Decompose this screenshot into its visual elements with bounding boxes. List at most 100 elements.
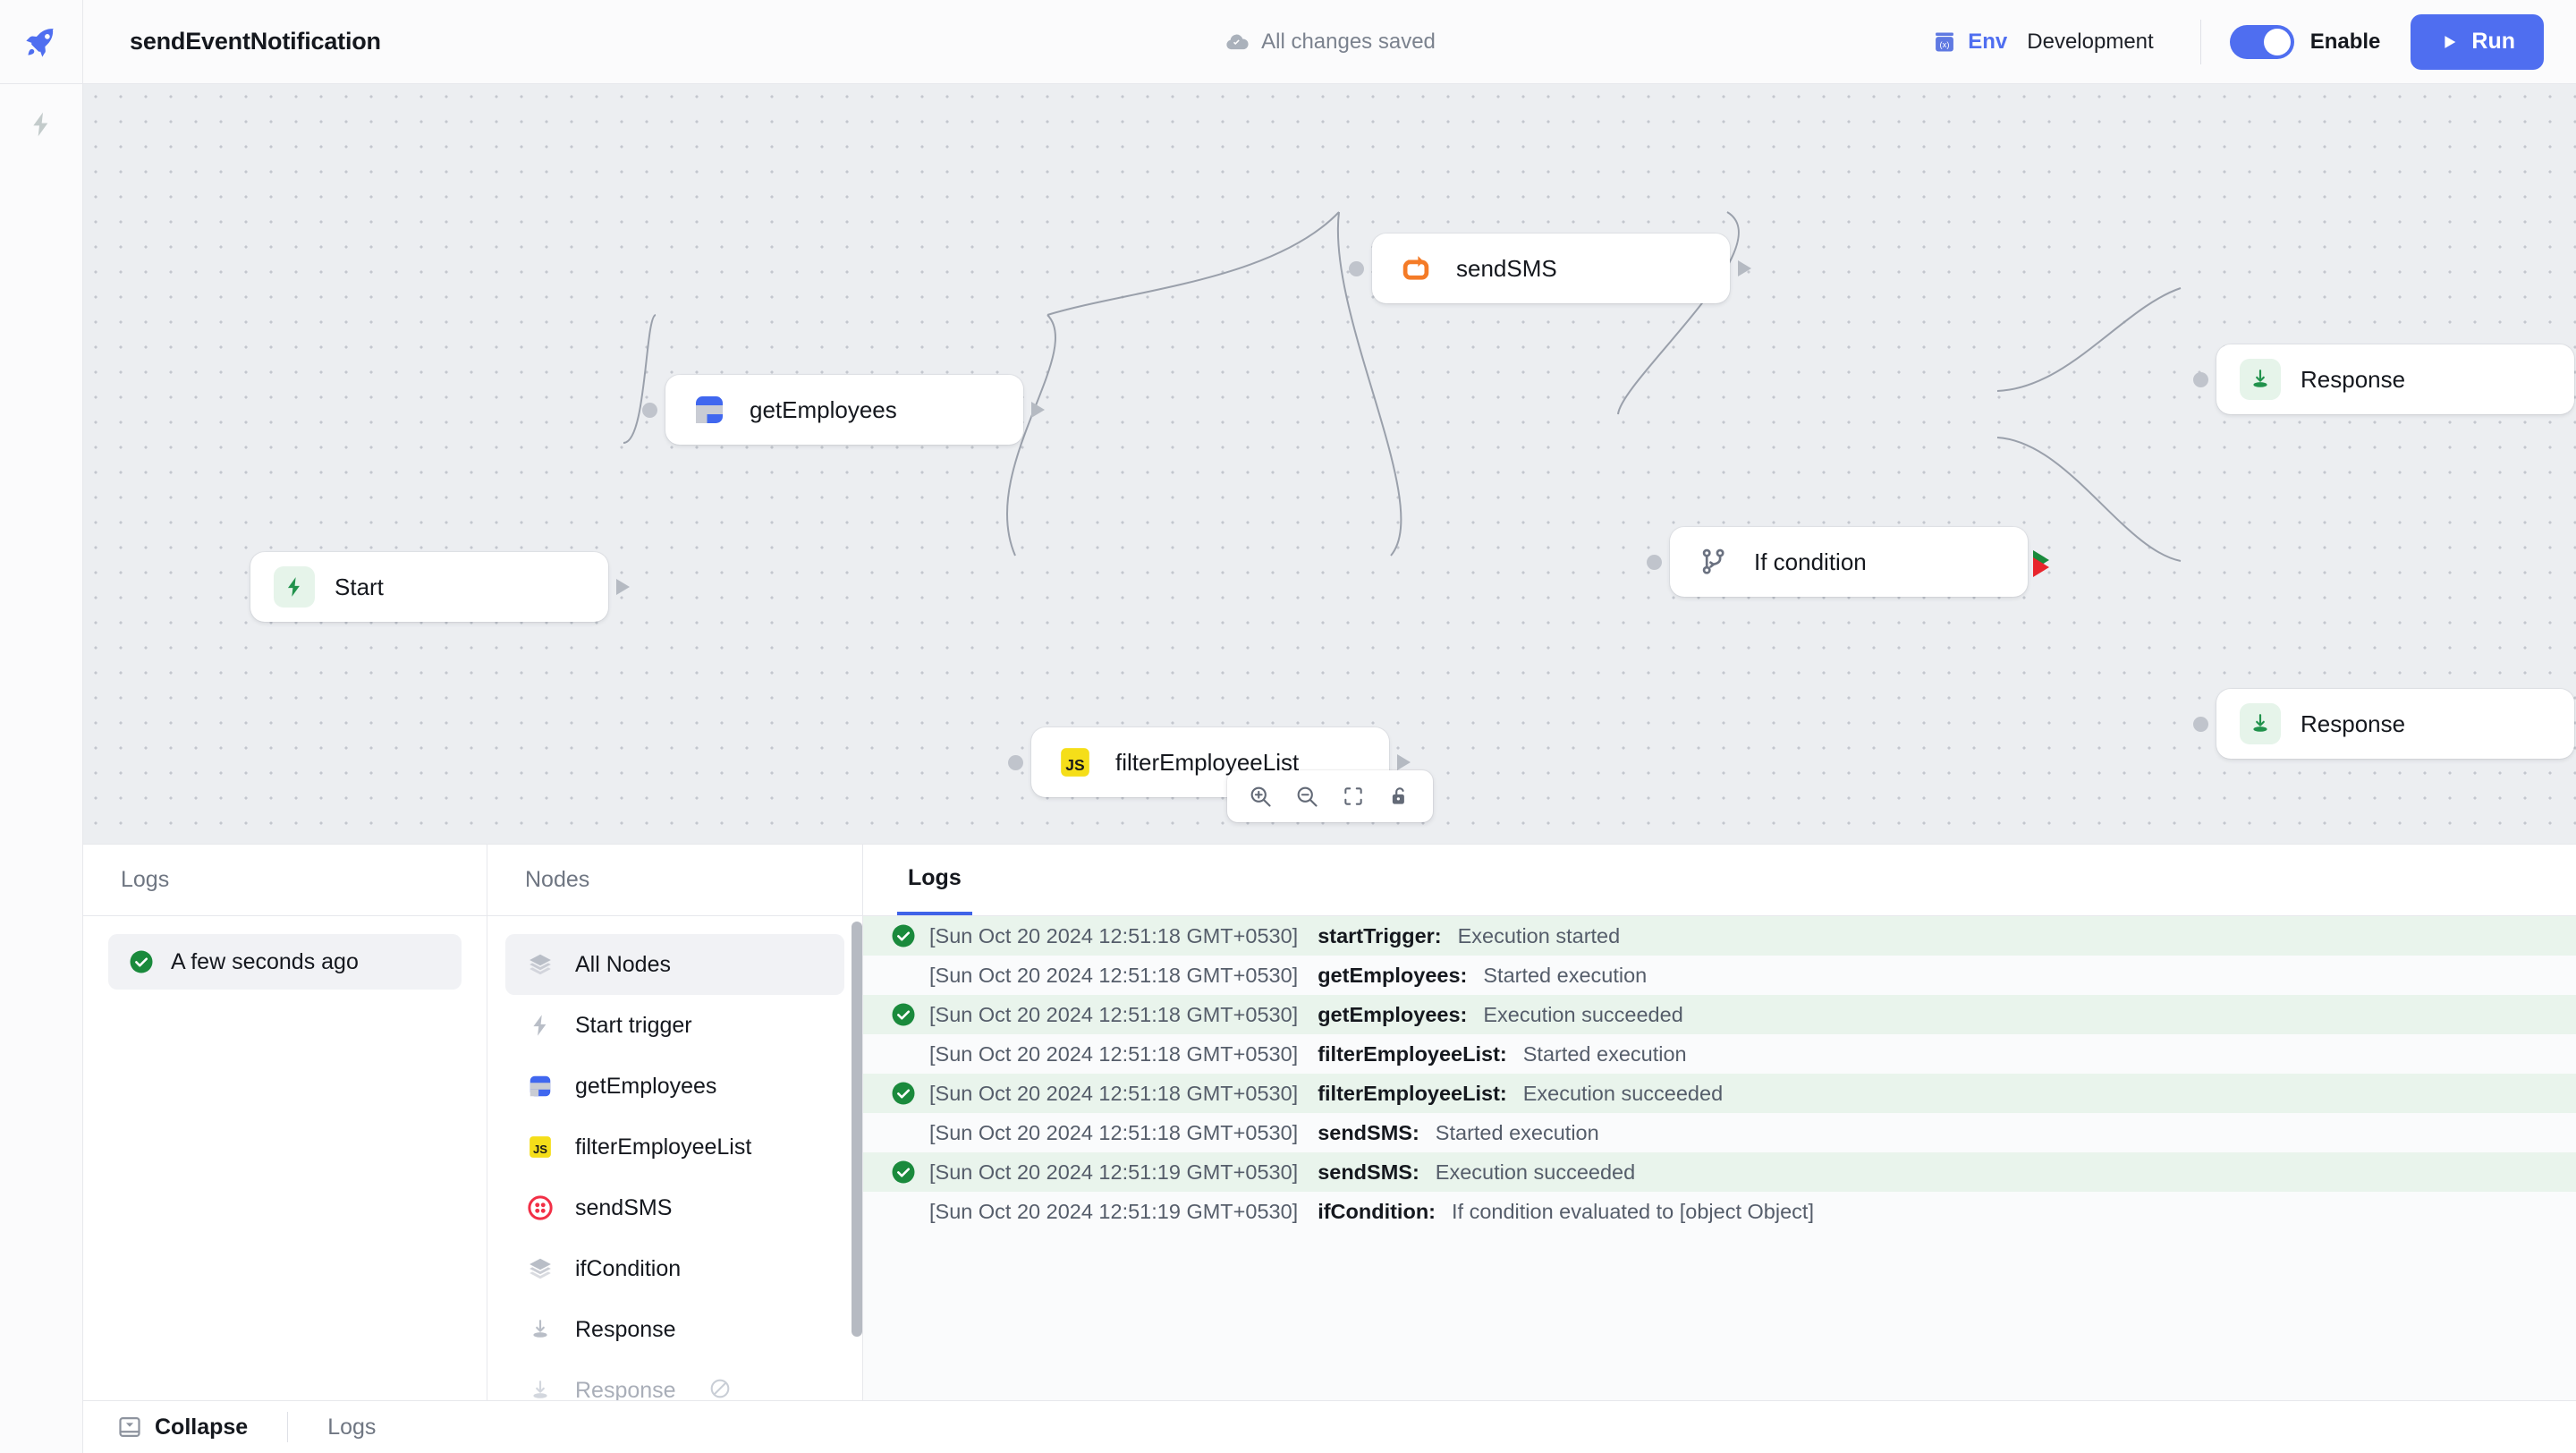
save-status: All changes saved: [1224, 30, 1436, 55]
canvas-node-label: getEmployees: [750, 395, 897, 423]
log-row: [Sun Oct 20 2024 12:51:18 GMT+0530] filt…: [863, 1074, 2576, 1113]
nodes-list-item-start-trigger[interactable]: Start trigger: [505, 995, 844, 1056]
nodes-list-item-label: filterEmployeeList: [575, 1134, 752, 1160]
log-node-name: ifCondition:: [1318, 1199, 1436, 1223]
success-check-icon: [892, 924, 915, 947]
scrollbar-thumb[interactable]: [852, 922, 862, 1337]
footer-logs-tab[interactable]: Logs: [327, 1414, 377, 1440]
log-message: Execution succeeded: [1435, 1160, 1636, 1184]
log-message: If condition evaluated to [object Object…: [1452, 1199, 1814, 1223]
tab-logs-label: Logs: [908, 865, 962, 890]
log-node-name: startTrigger:: [1318, 923, 1442, 947]
output-arrow-icon: [616, 579, 630, 595]
workflow-canvas[interactable]: Start getEmployees JS: [83, 84, 2576, 844]
input-port[interactable]: [1349, 261, 1364, 276]
log-timestamp: [Sun Oct 20 2024 12:51:19 GMT+0530]: [929, 1199, 1299, 1223]
lightning-bolt-icon: [525, 1010, 555, 1041]
zoom-out-button[interactable]: [1286, 776, 1327, 817]
success-check-icon: [130, 950, 153, 973]
runs-list: A few seconds ago: [83, 916, 487, 1400]
nodes-list-item-all-nodes[interactable]: All Nodes: [505, 934, 844, 995]
log-timestamp: [Sun Oct 20 2024 12:51:18 GMT+0530]: [929, 1081, 1299, 1105]
log-timestamp: [Sun Oct 20 2024 12:51:18 GMT+0530]: [929, 1041, 1299, 1066]
lightning-bolt-icon: [33, 112, 48, 137]
canvas-node-response-true[interactable]: Response: [2193, 344, 2574, 414]
svg-text:JS: JS: [1065, 756, 1084, 774]
collapse-button[interactable]: Collapse: [117, 1415, 248, 1440]
zoom-in-icon: [1250, 786, 1271, 807]
input-port[interactable]: [1008, 755, 1023, 770]
success-check-icon: [892, 1082, 915, 1105]
zoom-out-icon: [1297, 786, 1318, 807]
bottom-panel: Logs A few seconds ago Nodes: [83, 844, 2576, 1403]
log-message: Execution succeeded: [1483, 1002, 1683, 1026]
canvas-node-label: If condition: [1754, 548, 1867, 575]
nodes-list-item-filteremployeelist[interactable]: JS filterEmployeeList: [505, 1117, 844, 1177]
edge-getemployees-to-sendsms: [1046, 211, 1340, 316]
run-list-item[interactable]: A few seconds ago: [108, 934, 462, 990]
nodes-list-item-response-disabled[interactable]: Response: [505, 1360, 844, 1421]
run-list-item-label: A few seconds ago: [171, 948, 359, 974]
input-port[interactable]: [2193, 717, 2208, 732]
canvas-node-sendsms[interactable]: sendSMS: [1349, 234, 1751, 303]
canvas-node-response-false[interactable]: Response: [2193, 689, 2574, 759]
canvas-node-start[interactable]: Start: [250, 552, 630, 622]
canvas-node-ifcondition[interactable]: If condition: [1647, 527, 2049, 597]
log-message: Started execution: [1522, 1041, 1687, 1066]
nodes-list-item-label: Response: [575, 1377, 676, 1403]
input-port[interactable]: [2193, 372, 2208, 387]
canvas-node-label: sendSMS: [1456, 254, 1557, 282]
header-divider: [2199, 19, 2201, 64]
collapse-button-label: Collapse: [155, 1414, 249, 1440]
database-icon: [525, 1071, 555, 1101]
footer-divider: [287, 1412, 289, 1442]
zoom-in-button[interactable]: [1240, 776, 1281, 817]
lock-canvas-button[interactable]: [1379, 776, 1420, 817]
unlock-icon: [1392, 787, 1404, 804]
log-row: [Sun Oct 20 2024 12:51:18 GMT+0530] getE…: [863, 995, 2576, 1034]
fit-view-button[interactable]: [1333, 776, 1374, 817]
canvas-node-label: Response: [2301, 710, 2406, 737]
canvas-node-getemployees[interactable]: getEmployees: [642, 375, 1045, 445]
database-icon: [689, 389, 730, 430]
run-button[interactable]: Run: [2411, 13, 2544, 70]
log-node-name: sendSMS:: [1318, 1120, 1419, 1144]
output-arrow-icon: [1031, 402, 1045, 418]
nodes-list-item-label: getEmployees: [575, 1073, 717, 1099]
nodes-list-item-label: Response: [575, 1316, 676, 1342]
response-icon: [525, 1314, 555, 1345]
nodes-column-title: Nodes: [525, 867, 590, 892]
svg-text:(x): (x): [1940, 39, 1950, 48]
log-status-placeholder: [890, 1041, 917, 1067]
log-timestamp: [Sun Oct 20 2024 12:51:19 GMT+0530]: [929, 1160, 1299, 1184]
enable-toggle-group[interactable]: Enable: [2229, 24, 2380, 59]
log-message: Execution started: [1457, 923, 1621, 947]
app-logo[interactable]: [0, 0, 82, 84]
enable-toggle[interactable]: [2229, 24, 2294, 59]
output-arrow-icon: [1738, 260, 1751, 276]
log-row: [Sun Oct 20 2024 12:51:18 GMT+0530] filt…: [863, 1034, 2576, 1074]
input-port[interactable]: [642, 403, 657, 418]
nodes-list-item-label: ifCondition: [575, 1255, 682, 1281]
collapse-panel-icon: [119, 1416, 140, 1438]
lightning-bolt-icon: [274, 566, 315, 608]
input-port[interactable]: [1647, 555, 1662, 570]
log-status-placeholder: [890, 1198, 917, 1225]
nodes-list-item-ifcondition[interactable]: ifCondition: [505, 1238, 844, 1299]
env-selector[interactable]: (x) Env Development: [1914, 30, 2171, 55]
layers-icon: [525, 949, 555, 980]
run-button-label: Run: [2471, 29, 2515, 54]
tab-logs[interactable]: Logs: [897, 845, 972, 915]
nodes-list-item-sendsms[interactable]: sendSMS: [505, 1177, 844, 1238]
nodes-list-item-response[interactable]: Response: [505, 1299, 844, 1360]
log-row: [Sun Oct 20 2024 12:51:19 GMT+0530] send…: [863, 1152, 2576, 1192]
nodes-list-scrollbar[interactable]: [852, 922, 862, 1393]
log-status-placeholder: [890, 1119, 917, 1146]
sidebar-item-triggers[interactable]: [0, 84, 82, 165]
nodes-list-item-label: Start trigger: [575, 1012, 692, 1038]
variable-box-icon: (x): [1936, 32, 1954, 51]
bottom-status-bar: Collapse Logs: [83, 1400, 2576, 1453]
log-row: [Sun Oct 20 2024 12:51:18 GMT+0530] getE…: [863, 956, 2576, 995]
nodes-list-item-getemployees[interactable]: getEmployees: [505, 1056, 844, 1117]
log-status-placeholder: [890, 962, 917, 989]
